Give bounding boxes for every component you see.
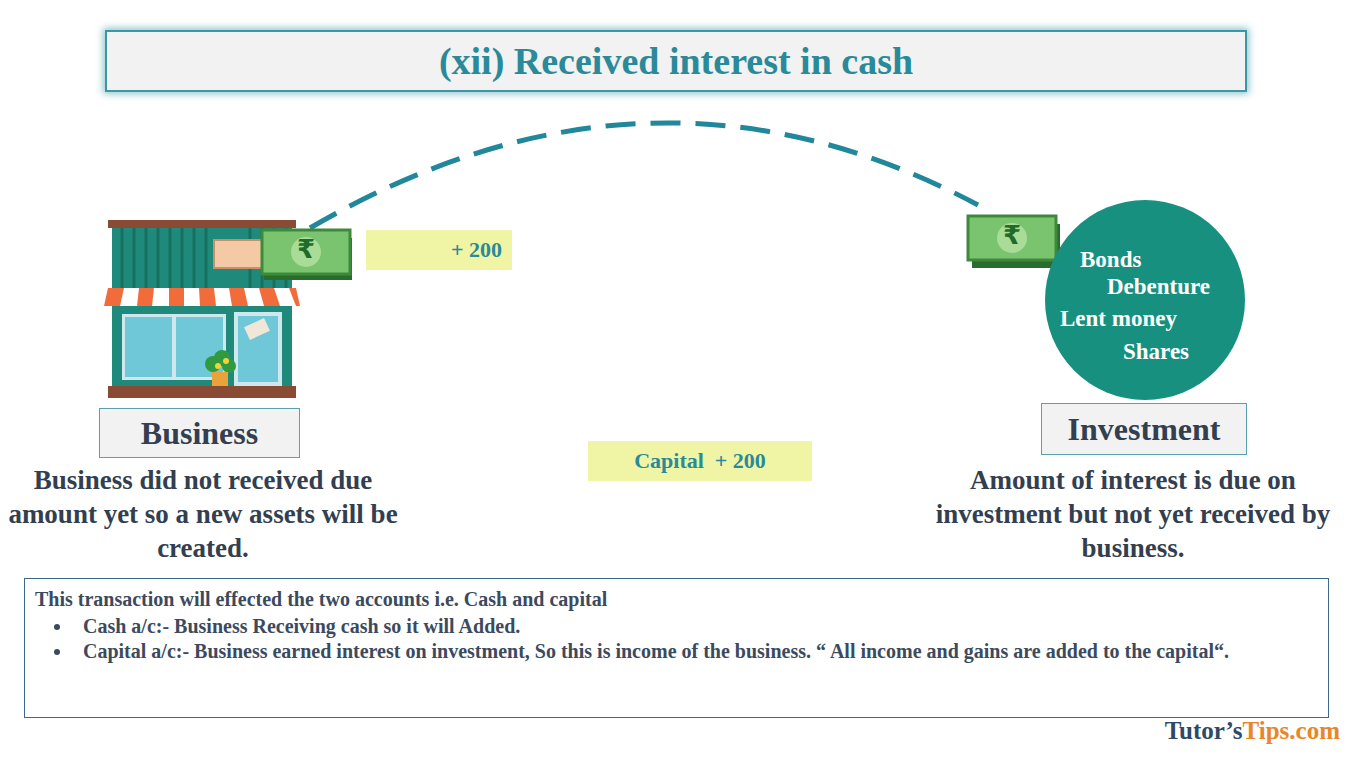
node-text: + 200 bbox=[451, 237, 502, 263]
investment-circle: BondsDebentureLent moneyShares bbox=[1045, 200, 1245, 400]
business-box: Business bbox=[99, 408, 300, 458]
explanation-lead: This transaction will effected the two a… bbox=[35, 587, 1318, 612]
explanation-list: Cash a/c:- Business Receiving cash so it… bbox=[35, 614, 1318, 664]
explanation-box: This transaction will effected the two a… bbox=[24, 578, 1329, 718]
node-text: Capital + 200 bbox=[634, 448, 766, 474]
watermark-text: Tips.com bbox=[1243, 717, 1340, 744]
capital-tag: Capital + 200 bbox=[588, 441, 812, 481]
rupee-symbol: ₹ bbox=[992, 220, 1032, 250]
business-note: Business did not received due amount yet… bbox=[8, 464, 398, 565]
dashed-flow-arc bbox=[310, 123, 978, 228]
watermark: Tutor’sTips.com bbox=[1165, 717, 1340, 745]
investment-type: Bonds bbox=[1080, 247, 1141, 273]
watermark-text: Tutor’s bbox=[1165, 717, 1243, 744]
investment-type: Lent money bbox=[1060, 306, 1177, 332]
investment-type: Debenture bbox=[1107, 274, 1210, 300]
amount-tag: + 200 bbox=[366, 230, 512, 270]
investment-note: Amount of interest is due on investment … bbox=[918, 464, 1348, 565]
explanation-point: Cash a/c:- Business Receiving cash so it… bbox=[73, 614, 1318, 639]
investment-type: Shares bbox=[1123, 339, 1189, 365]
node-text: Business bbox=[141, 415, 258, 452]
title-text: (xii) Received interest in cash bbox=[439, 39, 913, 83]
rupee-symbol: ₹ bbox=[286, 234, 326, 264]
investment-box: Investment bbox=[1041, 403, 1247, 455]
money-note-shop bbox=[262, 230, 352, 280]
money-note-investment bbox=[968, 216, 1060, 268]
explanation-point: Capital a/c:- Business earned interest o… bbox=[73, 639, 1318, 664]
title-banner: (xii) Received interest in cash bbox=[105, 30, 1247, 92]
node-text: Investment bbox=[1068, 411, 1221, 448]
